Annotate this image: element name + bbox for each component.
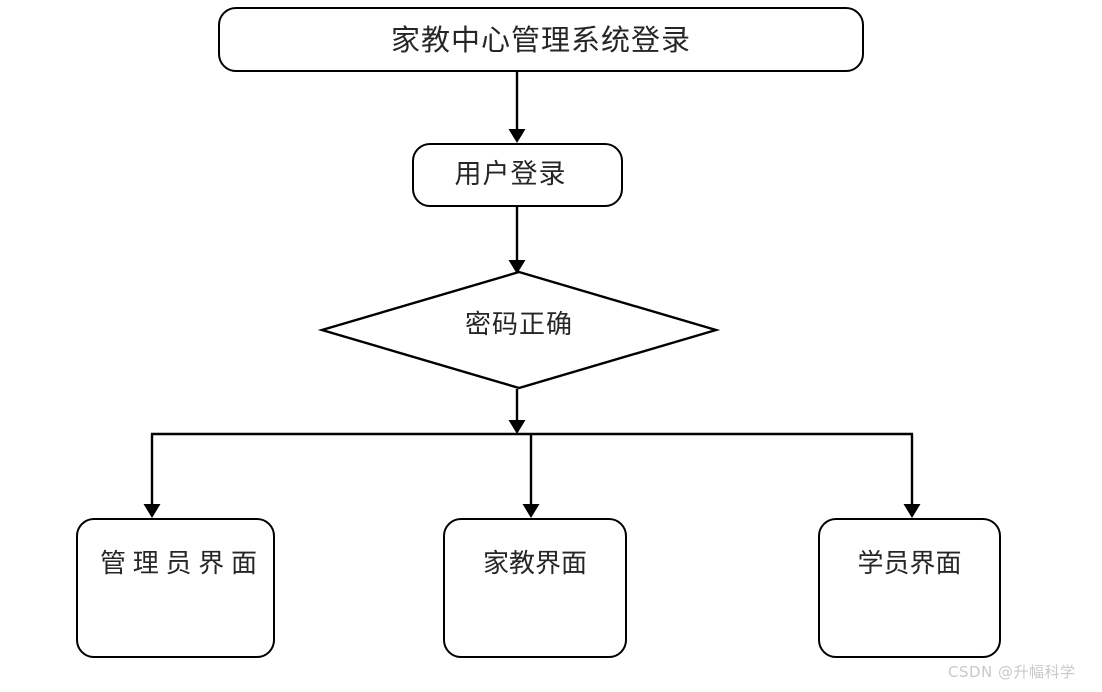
node-title-label: 家教中心管理系统登录 (390, 23, 691, 57)
edge-bus-to-tutor (522, 434, 540, 518)
node-tutor-interface-label: 家教界面 (482, 549, 587, 579)
node-student-interface-label: 学员界面 (857, 549, 962, 579)
node-title-box[interactable]: 家教中心管理系统登录 (218, 7, 864, 72)
edge-login-to-decision (508, 207, 526, 274)
node-admin-interface[interactable]: 管理员界面 (76, 518, 275, 658)
node-student-interface[interactable]: 学员界面 (818, 518, 1001, 658)
edge-bus-to-student (903, 434, 921, 518)
node-password-correct-label: 密码正确 (464, 310, 573, 340)
node-user-login-label: 用户登录 (454, 159, 567, 190)
csdn-watermark: CSDN @升幅科学 (948, 663, 1076, 681)
node-admin-interface-label: 管理员界面 (100, 549, 257, 579)
node-tutor-interface[interactable]: 家教界面 (443, 518, 627, 658)
edge-decision-to-bus (508, 389, 526, 434)
edge-bus-to-admin (143, 434, 161, 518)
edge-title-to-login (508, 72, 526, 143)
node-password-correct[interactable]: 密码正确 (322, 272, 716, 389)
node-user-login[interactable]: 用户登录 (412, 143, 623, 207)
decision-diamond-shape (317, 270, 721, 390)
